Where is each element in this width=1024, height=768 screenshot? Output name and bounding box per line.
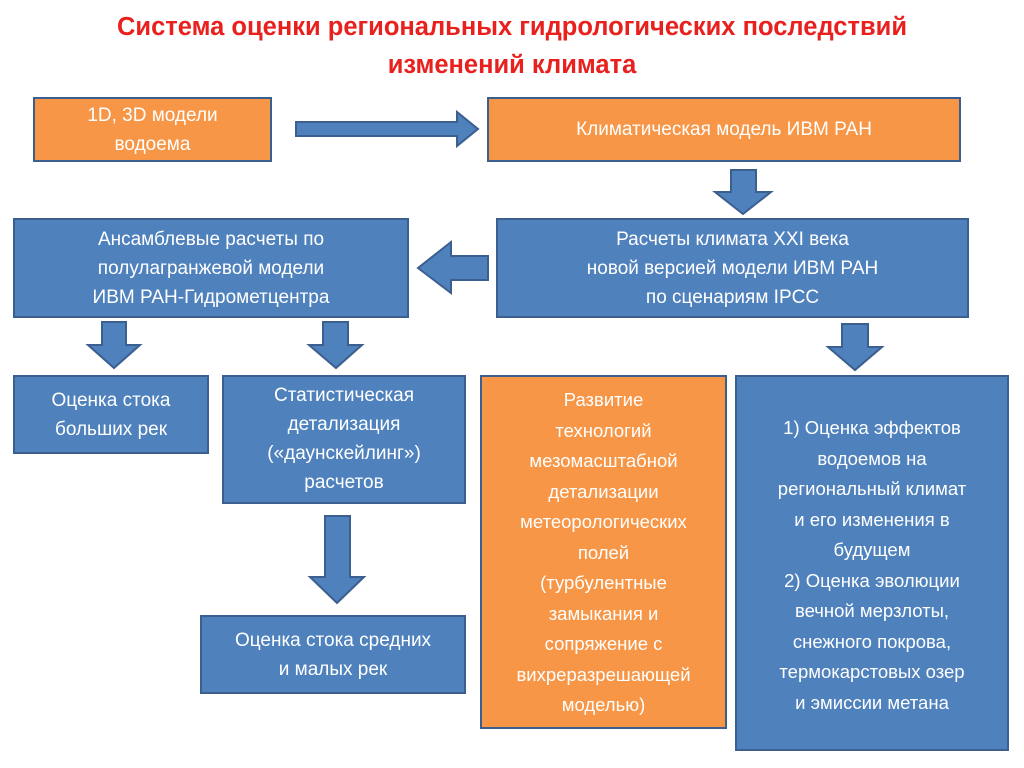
arrow-down-to-downscaling bbox=[306, 321, 365, 370]
box-21st-century-climate: Расчеты климата XXI века новой версией м… bbox=[496, 218, 969, 318]
box-large-rivers-runoff: Оценка стока больших рек bbox=[13, 375, 209, 454]
box-medium-small-rivers-runoff: Оценка стока средних и малых рек bbox=[200, 615, 466, 694]
box-climate-model-ivm: Климатическая модель ИВМ РАН bbox=[487, 97, 961, 162]
arrow-right-to-climate-model bbox=[295, 109, 480, 149]
arrow-left-to-ensemble bbox=[416, 239, 489, 296]
diagram-title: Система оценки региональных гидрологичес… bbox=[117, 13, 907, 79]
box-ensemble-calculations: Ансамблевые расчеты по полулагранжевой м… bbox=[13, 218, 409, 318]
arrow-down-to-21c-calc bbox=[712, 169, 774, 216]
box-statistical-downscaling: Статистическая детализация («даунскейлин… bbox=[222, 375, 466, 504]
arrow-down-to-effects bbox=[825, 323, 885, 372]
arrow-down-to-medium-small-rivers bbox=[307, 515, 367, 605]
arrow-down-to-large-rivers bbox=[85, 321, 143, 370]
box-mesoscale-technologies: Развитие технологий мезомасштабной детал… bbox=[480, 375, 727, 729]
box-effects-assessment: 1) Оценка эффектов водоемов на региональ… bbox=[735, 375, 1009, 751]
box-1d-3d-models: 1D, 3D модели водоема bbox=[33, 97, 272, 162]
